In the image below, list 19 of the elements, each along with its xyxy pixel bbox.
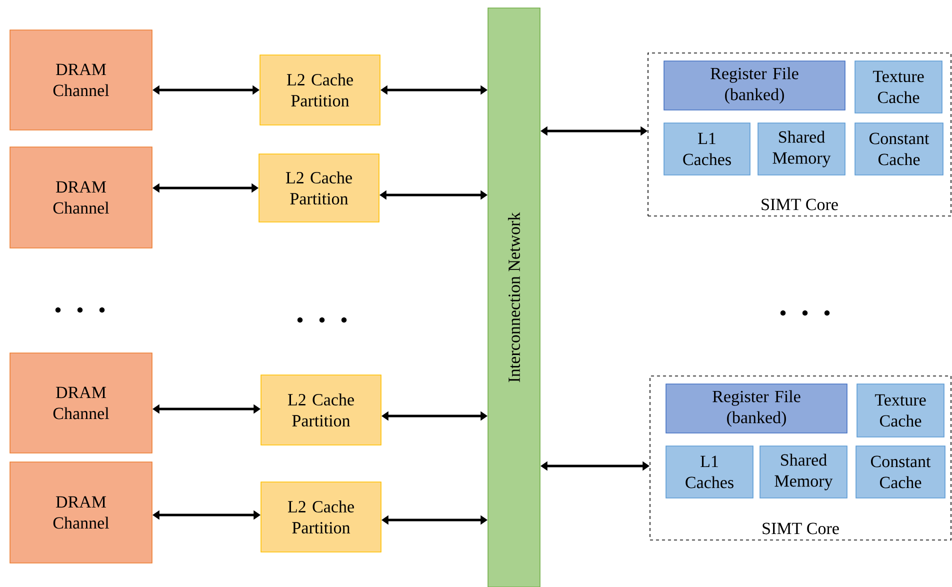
register-file-box: Register File (banked) bbox=[664, 60, 846, 110]
cache-box: L1 Caches bbox=[666, 446, 754, 498]
dram-channel-box: DRAM Channel bbox=[10, 146, 152, 248]
memory-box: Shared Memory bbox=[758, 122, 846, 176]
cache-partition-box: L2 Cache Partition bbox=[260, 54, 380, 126]
dram-channel-box: DRAM Channel bbox=[10, 30, 152, 130]
cache-partition-box: L2 Cache Partition bbox=[258, 154, 380, 222]
cache-box: Texture Cache bbox=[856, 384, 944, 438]
dram-channel-box: DRAM Channel bbox=[10, 352, 152, 454]
cache-box: Texture Cache bbox=[854, 60, 942, 114]
cache-box: Constant Cache bbox=[854, 122, 944, 176]
network-bar: Interconnection Network bbox=[488, 8, 540, 587]
memory-box: Shared Memory bbox=[760, 446, 848, 498]
dram-channel-box: DRAM Channel bbox=[10, 462, 152, 564]
cache-partition-box: L2 Cache Partition bbox=[260, 482, 382, 552]
cache-partition-box: L2 Cache Partition bbox=[260, 374, 382, 446]
register-file-box: Register File (banked) bbox=[666, 384, 848, 434]
cache-box: Constant Cache bbox=[856, 446, 946, 498]
cache-box: L1 Caches bbox=[664, 122, 750, 176]
